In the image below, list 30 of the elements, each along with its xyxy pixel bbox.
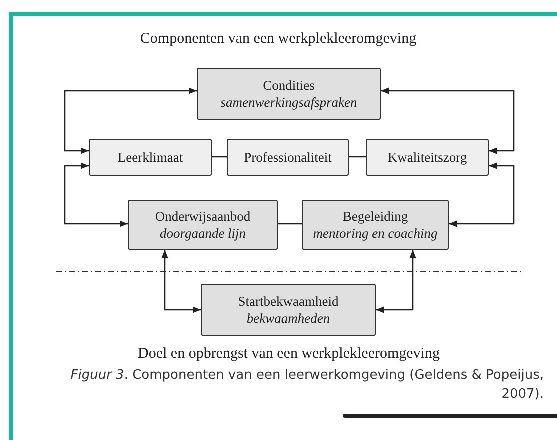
diagram-title: Componenten van een werkplekleeromgeving [139, 31, 418, 48]
box-title: Professionaliteit [244, 149, 332, 166]
box-title: Kwaliteitszorg [388, 149, 468, 166]
arrow [381, 88, 515, 154]
box-title: Begeleiding [342, 208, 408, 225]
box-title: Onderwijsaanbod [155, 208, 251, 225]
connector-line [278, 223, 302, 225]
box-title: Condities [263, 77, 315, 94]
box-title: Startbekwaamheid [238, 293, 339, 310]
arrow [64, 88, 197, 154]
connector-line [349, 156, 366, 158]
process-box [89, 139, 212, 176]
arrow [449, 162, 515, 228]
arrow [376, 250, 416, 314]
box-subtitle: mentoring en coaching [313, 225, 438, 242]
arrow [64, 162, 128, 228]
process-box [302, 200, 449, 250]
box-subtitle: bekwaamheden [246, 310, 330, 327]
box-subtitle: doorgaande lijn [160, 225, 246, 242]
box-title: Leerklimaat [118, 149, 184, 166]
process-box [128, 200, 278, 250]
process-box [227, 139, 349, 176]
process-box [197, 68, 381, 120]
arrow [162, 250, 201, 314]
figure-caption: Figuur 3. Componenten van een leerwerkomgeving (Geldens & Popeijus, 2007). [70, 367, 544, 404]
connector-line [212, 156, 227, 158]
process-box [366, 139, 489, 176]
box-subtitle: samenwerkingsafspraken [220, 94, 358, 111]
process-box [201, 284, 376, 336]
bottom-label: Doel en opbrengst van een werkplekleeromgeving [137, 346, 441, 363]
